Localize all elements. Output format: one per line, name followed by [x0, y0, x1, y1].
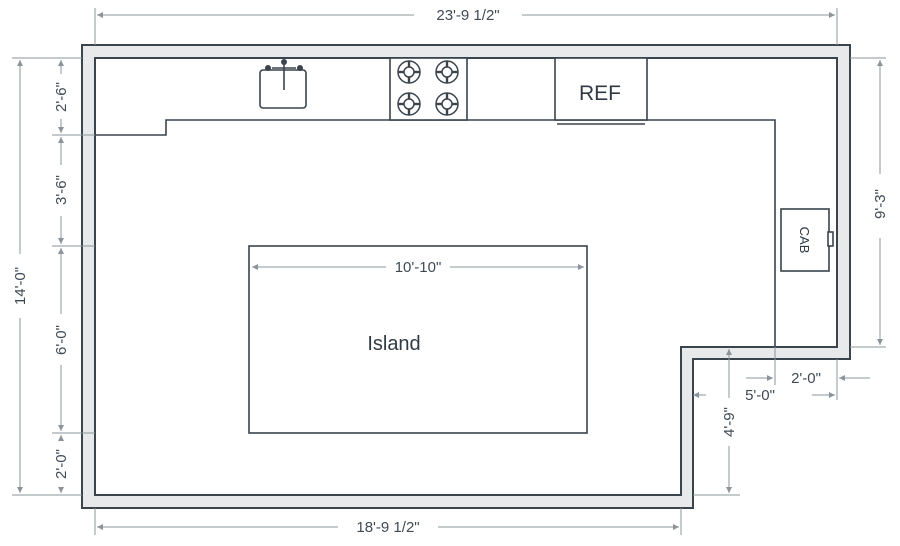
burner-icon — [435, 60, 459, 84]
svg-text:18'-9 1/2": 18'-9 1/2" — [356, 519, 419, 536]
svg-text:23'-9 1/2": 23'-9 1/2" — [436, 7, 499, 24]
exterior-walls — [81, 44, 851, 509]
refrigerator: REF — [554, 57, 648, 125]
svg-text:2'-0": 2'-0" — [53, 449, 70, 479]
burner-icon — [397, 92, 421, 116]
right-height-dimension: 9'-3" — [850, 57, 889, 348]
cabinet-label: CAB — [797, 227, 812, 254]
svg-text:6'-0": 6'-0" — [53, 325, 70, 355]
island: Island — [248, 245, 588, 434]
svg-text:2'-6": 2'-6" — [53, 82, 70, 112]
svg-text:2'-0": 2'-0" — [791, 370, 821, 387]
svg-text:14'-0": 14'-0" — [12, 267, 29, 305]
svg-text:10'-10": 10'-10" — [395, 259, 442, 276]
svg-text:9'-3": 9'-3" — [872, 189, 889, 219]
countertop-edge — [95, 119, 776, 347]
svg-text:4'-9": 4'-9" — [721, 407, 738, 437]
cabinet: CAB — [780, 208, 834, 272]
bottom-width-dimension: 18'-9 1/2" — [94, 508, 682, 536]
island-label: Island — [367, 333, 420, 355]
left-segment-dimensions: 2'-6" 3'-6" 6'-0" 2'-0" — [52, 60, 95, 493]
island-width-dimension: 10'-10" — [252, 259, 584, 276]
notch-dimensions: 5'-0" 2'-0" 4'-9" — [693, 347, 870, 496]
svg-text:5'-0": 5'-0" — [745, 387, 775, 404]
svg-text:3'-6": 3'-6" — [53, 175, 70, 205]
cooktop — [389, 57, 468, 121]
burner-icon — [435, 92, 459, 116]
refrigerator-label: REF — [579, 82, 621, 105]
left-height-dimension: 14'-0" — [12, 57, 82, 496]
sink — [259, 59, 307, 109]
top-width-dimension: 23'-9 1/2" — [94, 7, 838, 45]
burner-icon — [397, 60, 421, 84]
